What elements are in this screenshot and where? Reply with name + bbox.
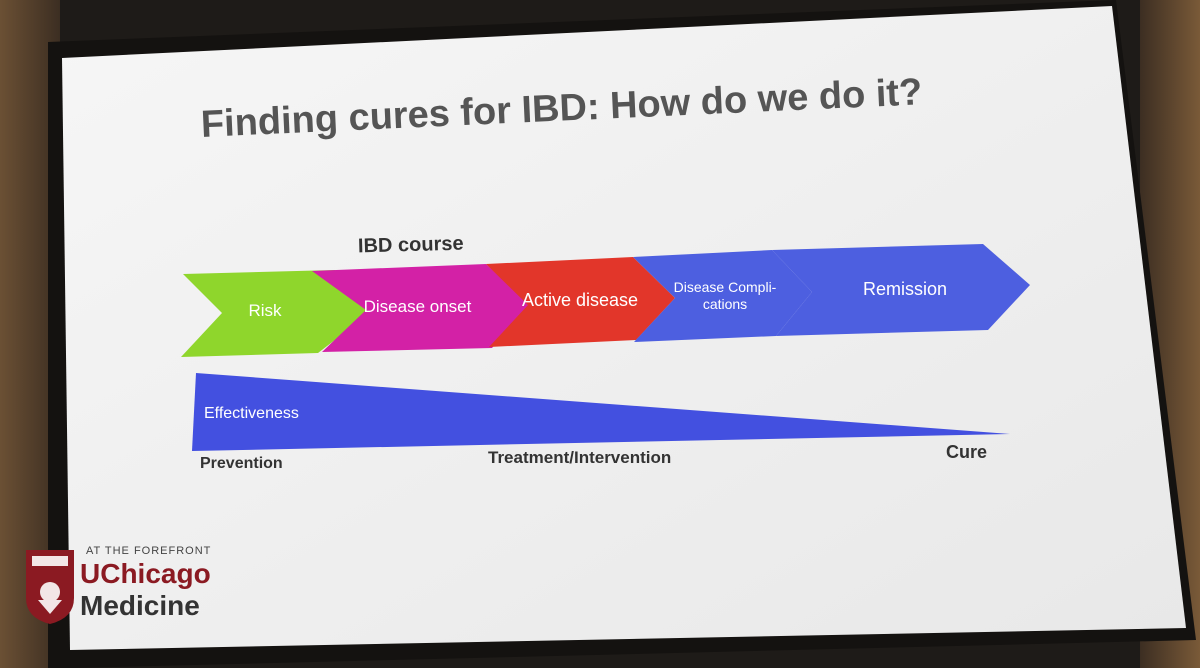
step-risk-label: Risk (248, 300, 282, 320)
step-disease-onset-label: Disease onset (363, 296, 472, 316)
ibd-course-label: IBD course (357, 232, 464, 258)
arrow-active-disease (486, 257, 675, 347)
step-disease-complications-label: Disease Compli- cations (673, 279, 777, 312)
arrow-disease-onset (312, 264, 530, 352)
uchicago-shield-logo (26, 550, 74, 624)
step-active-disease-label: Active disease (521, 290, 639, 311)
logo-name-uchicago: UChicago (80, 558, 211, 589)
logo-name-medicine: Medicine (80, 590, 200, 621)
effectiveness-wedge (192, 373, 1010, 451)
arrow-remission (772, 244, 1030, 336)
prevention-label: Prevention (200, 455, 283, 472)
logo-tagline: AT THE FOREFRONT (86, 545, 212, 557)
effectiveness-label: Effectiveness (204, 405, 299, 422)
arrow-risk (181, 270, 375, 357)
arrow-disease-complications (633, 250, 812, 342)
treatment-intervention-label: Treatment/Intervention (488, 448, 672, 467)
step-remission-label: Remission (862, 279, 948, 300)
cure-label: Cure (946, 442, 988, 462)
ibd-course-arrows (181, 244, 1030, 357)
